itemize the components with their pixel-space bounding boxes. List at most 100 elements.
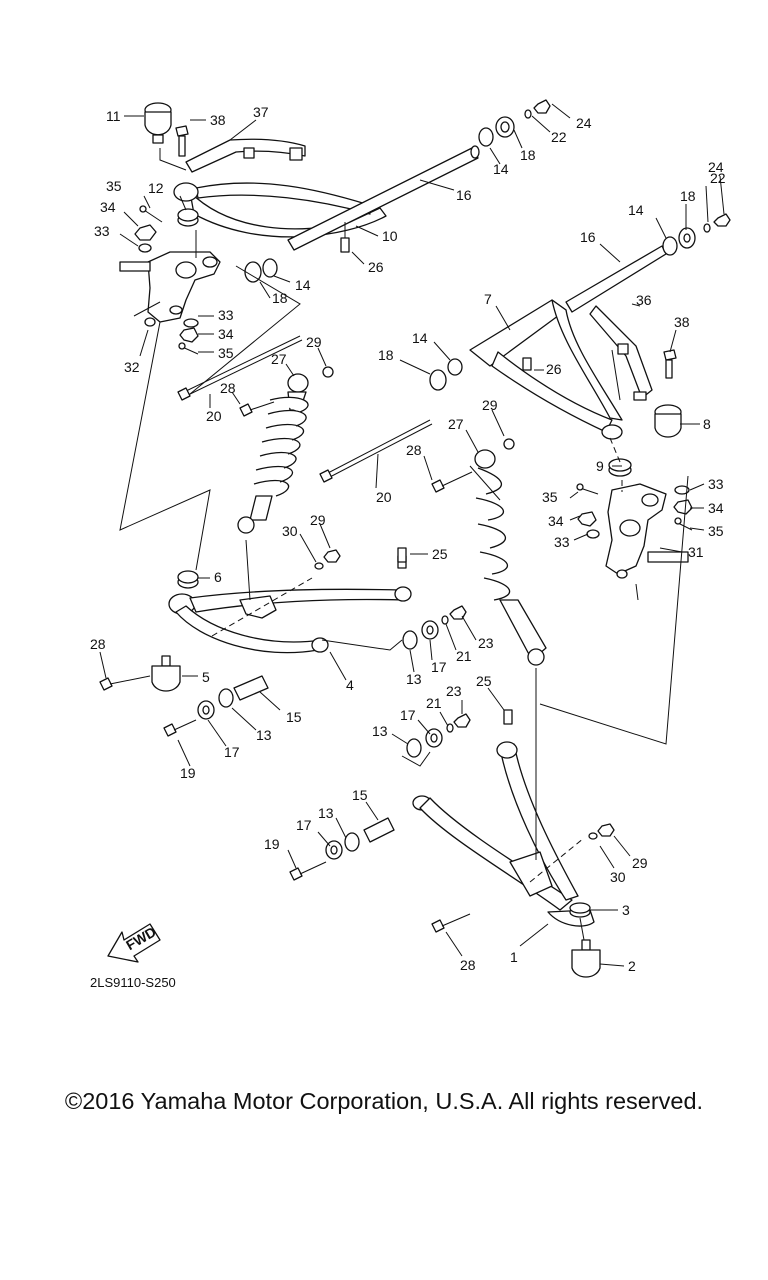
callout-label: 15 [352, 787, 368, 803]
nut-29-30-middle [314, 549, 341, 570]
circlip-3 [569, 902, 591, 918]
callout-label: 14 [295, 277, 311, 293]
exploded-parts-diagram: FWD 2LS9110-S250 11 38 37 24 22 18 14 16… [90, 99, 731, 990]
bolt-38-right [663, 349, 677, 379]
callout-label: 37 [253, 104, 269, 120]
nut-29-30-lower [588, 823, 615, 840]
callout-label: 4 [346, 677, 354, 693]
callout-label: 20 [376, 489, 392, 505]
callout-label: 33 [554, 534, 570, 550]
callout-label: 14 [493, 161, 509, 177]
callout-label: 31 [688, 544, 704, 560]
callout-label: 35 [708, 523, 724, 539]
callout-label: 11 [106, 108, 121, 124]
circlip-9 [608, 458, 632, 477]
grease-nipple-26-right [522, 357, 532, 371]
callout-label: 19 [264, 836, 280, 852]
callout-label: 15 [286, 709, 302, 725]
callout-label: 22 [551, 129, 567, 145]
collar-15-lower [325, 817, 395, 860]
callout-label: 14 [628, 202, 644, 218]
callout-label: 18 [520, 147, 536, 163]
bushing-set-lower-arm-upper [402, 605, 467, 650]
callout-label: 17 [296, 817, 312, 833]
callout-label: 29 [632, 855, 648, 871]
bolt-28-right-shock [431, 471, 473, 493]
callout-label: 13 [406, 671, 422, 687]
callout-label: 13 [318, 805, 334, 821]
callout-label: 34 [100, 199, 116, 215]
callout-label: 12 [148, 180, 164, 196]
circlip-6 [177, 570, 199, 589]
callout-label: 16 [456, 187, 472, 203]
bushing-set-lower-arm-lower [406, 713, 471, 758]
bolt-28-left-shock [239, 401, 275, 417]
pin-nut-washer-upper-left [134, 205, 163, 253]
bushing-set-upper-right [662, 213, 731, 256]
callout-label: 34 [218, 326, 234, 342]
collar-15-upper [197, 675, 269, 720]
grease-nipple-25-right [503, 709, 513, 725]
callout-label: 27 [271, 351, 287, 367]
callout-label: 30 [282, 523, 298, 539]
grease-nipple-26-left [340, 222, 350, 253]
callout-label: 25 [476, 673, 492, 689]
callout-label: 33 [94, 223, 110, 239]
hose-holder-37 [185, 138, 306, 173]
callout-label: 35 [106, 178, 122, 194]
callout-label: 21 [426, 695, 442, 711]
callout-label: 26 [546, 361, 562, 377]
callout-label: 36 [636, 292, 652, 308]
steering-knuckle-32 [119, 251, 221, 327]
callout-label: 35 [542, 489, 558, 505]
lower-arm-left [168, 555, 412, 654]
callout-label: 19 [180, 765, 196, 781]
callout-label: 1 [510, 949, 518, 965]
shock-absorber-right [474, 449, 547, 666]
callout-label: 35 [218, 345, 234, 361]
callout-label: 16 [580, 229, 596, 245]
steering-knuckle-31 [605, 483, 689, 579]
ball-joint-2 [571, 939, 601, 978]
diagram-code: 2LS9110-S250 [90, 975, 176, 990]
bushing-set-upper-left [478, 99, 551, 147]
ball-joint-8 [654, 404, 682, 438]
ball-joint-11 [144, 102, 172, 144]
callout-labels: 11 38 37 24 22 18 14 16 35 12 34 33 10 2… [90, 104, 726, 974]
callout-label: 28 [406, 442, 422, 458]
bushing-set-left-end [244, 258, 278, 283]
pivot-tube-left [287, 145, 480, 251]
bolt-19-upper [163, 719, 197, 737]
callout-label: 6 [214, 569, 222, 585]
callout-label: 33 [708, 476, 724, 492]
callout-label: 38 [674, 314, 690, 330]
upper-arm-right [469, 299, 623, 440]
callout-label: 28 [220, 380, 236, 396]
callout-label: 24 [576, 115, 592, 131]
callout-label: 13 [256, 727, 272, 743]
callout-label: 32 [124, 359, 140, 375]
callout-label: 33 [218, 307, 234, 323]
callout-label: 2 [628, 958, 636, 974]
callout-label: 22 [710, 170, 726, 186]
callout-label: 30 [610, 869, 626, 885]
callout-label: 10 [382, 228, 398, 244]
long-bolt-20-left [177, 335, 334, 401]
callout-label: 20 [206, 408, 222, 424]
callout-label: 26 [368, 259, 384, 275]
callout-label: 34 [548, 513, 564, 529]
grease-nipple-25-left [397, 547, 407, 563]
shock-absorber-left [237, 373, 309, 534]
callout-label: 8 [703, 416, 711, 432]
callout-label: 21 [456, 648, 472, 664]
callout-label: 3 [622, 902, 630, 918]
callout-label: 38 [210, 112, 226, 128]
callout-label: 24 [708, 159, 724, 175]
callout-label: 14 [412, 330, 428, 346]
lower-arm-right [412, 741, 595, 927]
circlip-12 [177, 208, 199, 227]
callout-label: 34 [708, 500, 724, 516]
bolt-28-lower-left [99, 675, 151, 691]
callout-label: 18 [378, 347, 394, 363]
